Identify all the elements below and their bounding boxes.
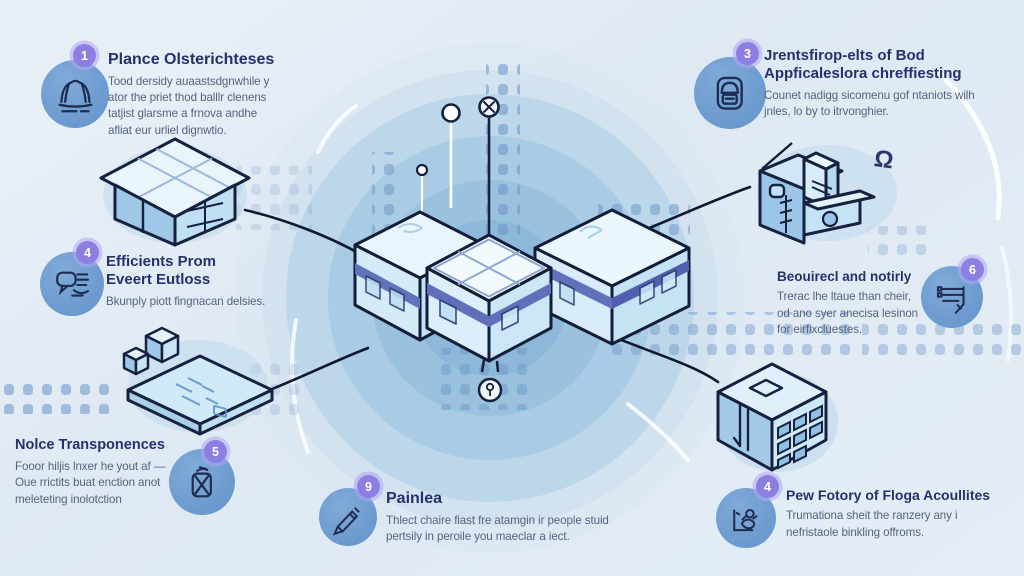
cube-building-sketch [716,362,838,472]
smart-house-sketch [99,137,251,247]
connector-platform-to-hub [260,346,370,395]
center-module [425,233,553,373]
bottom-node [477,377,503,403]
blueprint-platform-sketch [122,326,274,436]
omega-symbol: Ω [872,145,895,174]
factory-machine-sketch: Ω [757,142,897,245]
right-module [533,208,691,346]
